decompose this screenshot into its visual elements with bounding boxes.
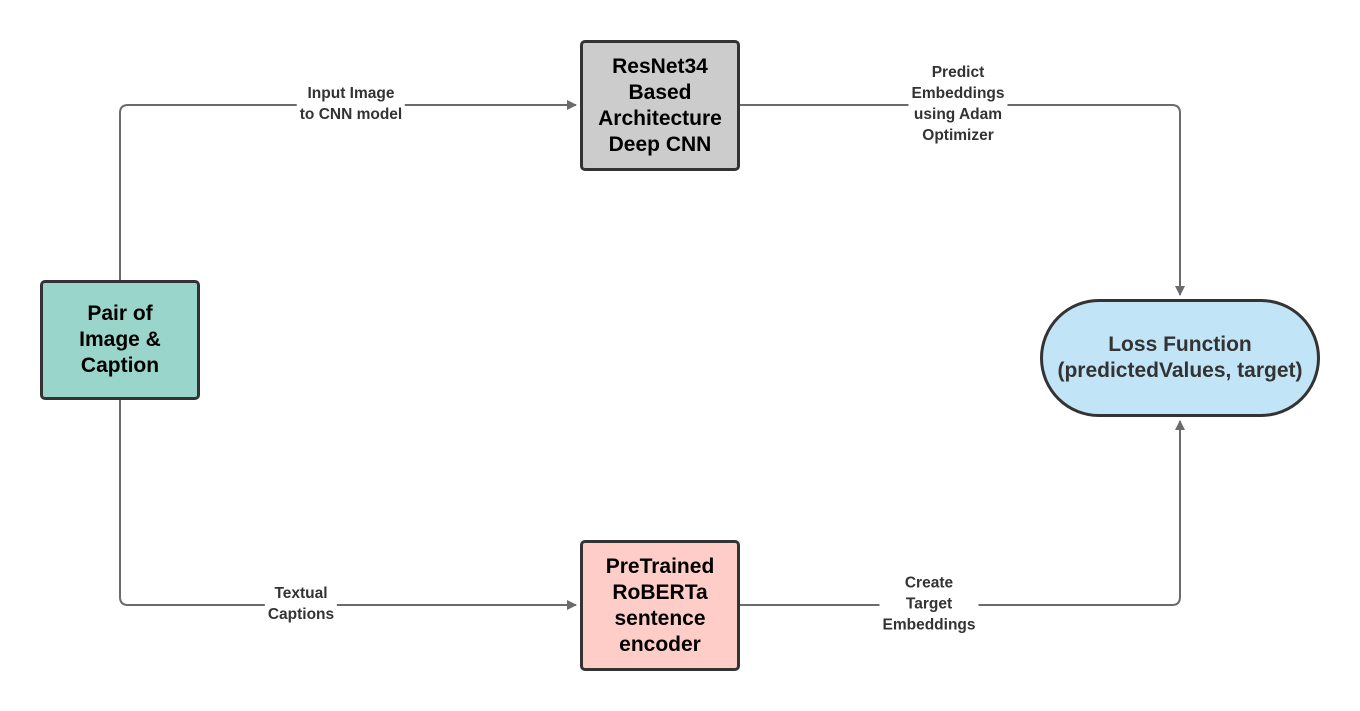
node-roberta-encoder: PreTrained RoBERTa sentence encoder — [580, 540, 740, 671]
node-pair-of-image-caption: Pair of Image & Caption — [40, 280, 200, 400]
edge-label-predict-embeddings: Predict Embeddings using Adam Optimizer — [908, 62, 1008, 146]
connector-resnet-to-loss — [740, 104, 1185, 296]
edge-label-textual-captions: Textual Captions — [264, 583, 338, 625]
node-resnet34-cnn: ResNet34 Based Architecture Deep CNN — [580, 40, 740, 171]
edge-label-input-image: Input Image to CNN model — [296, 83, 406, 125]
edge-label-create-target-embeddings: Create Target Embeddings — [879, 572, 979, 636]
connector-roberta-to-loss — [740, 420, 1185, 606]
connector-pair-to-roberta — [119, 400, 577, 610]
connector-pair-to-resnet — [119, 100, 577, 280]
node-loss-function: Loss Function (predictedValues, target) — [1040, 299, 1320, 417]
